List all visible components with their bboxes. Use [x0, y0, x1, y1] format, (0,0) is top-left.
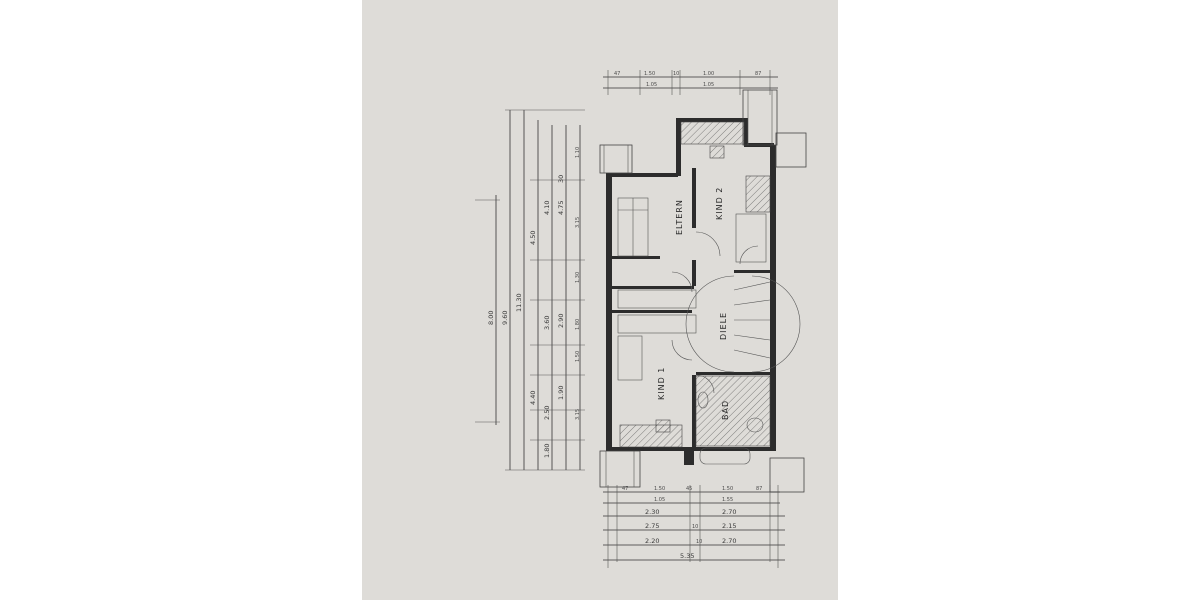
left-dimension-chains: 8.00 9.60 11.30 4.50 4.40 4.10 3.60 2.50… [475, 109, 585, 471]
top-dim-5: 87 [755, 71, 761, 77]
bottom-dim-2-2: 10 [692, 524, 698, 530]
top-dim-4: 1.00 [703, 71, 714, 77]
left-dim-col3: 11.30 [515, 293, 523, 312]
left-dim-total-a: 8.00 [487, 311, 495, 325]
left-dim-col7-b: 3.15 [575, 217, 581, 228]
top-dimension-chain: 47 1.50 10 1.00 87 1.05 1.05 [603, 70, 778, 95]
left-dim-col5-c: 2.50 [543, 406, 551, 420]
left-dim-col7-c: 1.30 [575, 272, 581, 283]
left-dim-total-b: 9.60 [501, 311, 509, 325]
bottom-dim-2-1: 2.75 [645, 522, 659, 530]
bottom-dim-3-3: 2.70 [722, 537, 736, 545]
left-dim-col5-d: 1.80 [543, 444, 551, 458]
bottom-dim-0-3: 45 [686, 486, 692, 492]
left-dim-col4-b: 4.40 [529, 391, 537, 405]
room-labels: ELTERN KIND 2 DIELE KIND 1 BAD [657, 187, 730, 420]
room-label-diele: DIELE [719, 312, 728, 340]
room-label-bad: BAD [721, 400, 730, 420]
bottom-dim-2-3: 2.15 [722, 522, 736, 530]
top-dim-1: 47 [614, 71, 620, 77]
balconies [599, 89, 807, 493]
paper-sheet [362, 0, 838, 600]
bottom-dim-1-1: 2.30 [645, 508, 659, 516]
room-label-kind2: KIND 2 [715, 187, 724, 220]
bottom-dim-1-2: 2.70 [722, 508, 736, 516]
left-dim-col6-d: 30 [557, 175, 565, 183]
bottom-dim-3-2: 10 [696, 539, 702, 545]
furniture [617, 145, 801, 465]
top-dim-2: 1.50 [644, 71, 655, 77]
left-dim-col5-a: 4.10 [543, 201, 551, 215]
bottom-dim-0-5: 87 [756, 486, 762, 492]
left-dim-col7-e: 1.50 [575, 351, 581, 362]
bottom-dim-3-1: 2.20 [645, 537, 659, 545]
building-walls [606, 118, 776, 465]
bottom-dimension-chains: 47 1.50 45 1.50 87 1.05 1.55 2.30 2.70 2… [603, 485, 785, 568]
bottom-dim-0-1: 47 [622, 486, 628, 492]
left-dim-col7-f: 3.15 [575, 409, 581, 420]
bottom-dim-0-2: 1.50 [654, 486, 665, 492]
top-dim-3: 10 [673, 71, 679, 77]
left-dim-col5-b: 3.60 [543, 316, 551, 330]
doors [671, 231, 759, 394]
bottom-dim-0-4: 1.50 [722, 486, 733, 492]
left-dim-col6-b: 2.90 [557, 314, 565, 328]
room-label-kind1: KIND 1 [657, 367, 666, 400]
left-dim-col7-a: 1.10 [575, 147, 581, 158]
room-label-eltern: ELTERN [675, 199, 684, 235]
bottom-dim-0b-2: 1.55 [722, 497, 733, 503]
left-dim-col4-a: 4.50 [529, 231, 537, 245]
top-dim-7: 1.05 [703, 82, 714, 88]
left-dim-col7-d: 1.80 [575, 319, 581, 330]
top-dim-6: 1.05 [646, 82, 657, 88]
left-dim-col6-a: 4.75 [557, 201, 565, 215]
bottom-dim-total: 5.35 [680, 552, 694, 560]
bottom-dim-0b-1: 1.05 [654, 497, 665, 503]
left-dim-col6-c: 1.90 [557, 386, 565, 400]
